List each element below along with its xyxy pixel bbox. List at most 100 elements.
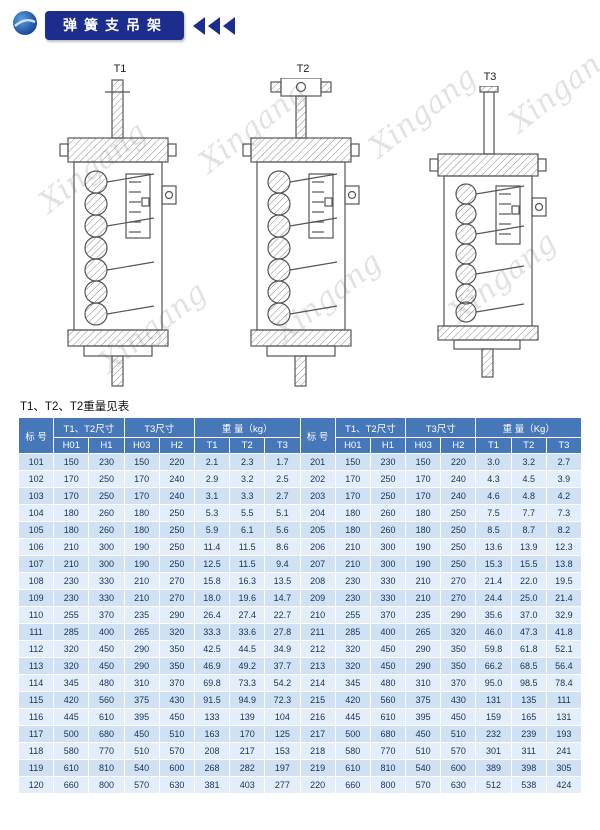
value-cell: 270: [158, 572, 195, 590]
value-cell: 310: [123, 674, 160, 692]
value-cell: 430: [158, 691, 195, 709]
value-cell: 235: [405, 606, 442, 624]
col-header-label: 标 号: [17, 417, 55, 454]
value-cell: 250: [369, 470, 407, 488]
value-cell: 250: [440, 504, 477, 522]
figure-t1-label: T1: [113, 63, 127, 75]
value-cell: 445: [53, 708, 90, 726]
value-cell: 210: [405, 589, 442, 607]
value-cell: 59.8: [475, 640, 512, 658]
value-cell: 7.7: [510, 504, 547, 522]
value-cell: 680: [88, 725, 125, 743]
value-cell: 72.3: [264, 691, 301, 709]
value-cell: 170: [123, 487, 160, 505]
value-cell: 230: [88, 453, 125, 471]
value-cell: 2.7: [264, 487, 301, 505]
value-cell: 180: [334, 504, 371, 522]
value-cell: 180: [53, 504, 90, 522]
value-cell: 111: [545, 691, 583, 709]
row-id-cell: 106: [17, 538, 55, 556]
value-cell: 570: [123, 776, 160, 794]
value-cell: 12.5: [193, 555, 231, 573]
value-cell: 190: [123, 555, 160, 573]
row-id-cell: 215: [299, 691, 336, 709]
value-cell: 68.5: [510, 657, 547, 675]
value-cell: 13.9: [510, 538, 547, 556]
value-cell: 7.3: [545, 504, 583, 522]
value-cell: 230: [334, 589, 371, 607]
subcol-t2: T2: [510, 437, 547, 454]
row-id-cell: 110: [17, 606, 55, 624]
figure-t2: T2: [233, 63, 373, 390]
value-cell: 345: [334, 674, 371, 692]
row-id-cell: 111: [17, 623, 55, 641]
col-header-t1t2-size: T1、T2尺寸: [334, 417, 407, 438]
row-id-cell: 214: [299, 674, 336, 692]
value-cell: 270: [158, 589, 195, 607]
value-cell: 480: [369, 674, 407, 692]
figure-t1: T1: [50, 63, 190, 390]
value-cell: 98.5: [510, 674, 547, 692]
value-cell: 131: [475, 691, 512, 709]
value-cell: 180: [53, 521, 90, 539]
value-cell: 239: [510, 725, 547, 743]
value-cell: 220: [158, 453, 195, 471]
value-cell: 630: [440, 776, 477, 794]
value-cell: 300: [369, 538, 407, 556]
row-id-cell: 202: [299, 470, 336, 488]
value-cell: 255: [334, 606, 371, 624]
value-cell: 680: [369, 725, 407, 743]
value-cell: 170: [334, 487, 371, 505]
row-id-cell: 206: [299, 538, 336, 556]
value-cell: 180: [123, 504, 160, 522]
table-header-row-1: 标 号 T1、T2尺寸 T3尺寸 重 量（kg） 标 号 T1、T2尺寸 T3尺…: [17, 417, 582, 454]
value-cell: 398: [510, 759, 547, 777]
value-cell: 11.4: [193, 538, 231, 556]
row-id-cell: 120: [17, 776, 55, 794]
value-cell: 500: [334, 725, 371, 743]
value-cell: 190: [405, 538, 442, 556]
value-cell: 3.2: [229, 470, 266, 488]
value-cell: 450: [88, 657, 125, 675]
row-id-cell: 101: [17, 453, 55, 471]
subcol-t1: T1: [475, 437, 512, 454]
value-cell: 370: [88, 606, 125, 624]
value-cell: 210: [405, 572, 442, 590]
value-cell: 232: [475, 725, 512, 743]
value-cell: 21.4: [545, 589, 583, 607]
row-id-cell: 211: [299, 623, 336, 641]
value-cell: 540: [123, 759, 160, 777]
value-cell: 56.4: [545, 657, 583, 675]
row-id-cell: 114: [17, 674, 55, 692]
col-header-label: 标 号: [299, 417, 336, 454]
row-id-cell: 204: [299, 504, 336, 522]
value-cell: 170: [123, 470, 160, 488]
value-cell: 240: [440, 470, 477, 488]
value-cell: 150: [123, 453, 160, 471]
value-cell: 305: [545, 759, 583, 777]
value-cell: 42.5: [193, 640, 231, 658]
value-cell: 95.0: [475, 674, 512, 692]
value-cell: 150: [334, 453, 371, 471]
value-cell: 190: [405, 555, 442, 573]
value-cell: 480: [88, 674, 125, 692]
value-cell: 370: [440, 674, 477, 692]
value-cell: 180: [123, 521, 160, 539]
value-cell: 250: [158, 538, 195, 556]
value-cell: 165: [510, 708, 547, 726]
value-cell: 61.8: [510, 640, 547, 658]
value-cell: 300: [88, 538, 125, 556]
value-cell: 94.9: [229, 691, 266, 709]
value-cell: 320: [53, 657, 90, 675]
value-cell: 4.2: [545, 487, 583, 505]
value-cell: 450: [405, 725, 442, 743]
subcol-h03: H03: [405, 437, 442, 454]
value-cell: 450: [440, 708, 477, 726]
value-cell: 34.9: [264, 640, 301, 658]
subcol-t1: T1: [193, 437, 231, 454]
